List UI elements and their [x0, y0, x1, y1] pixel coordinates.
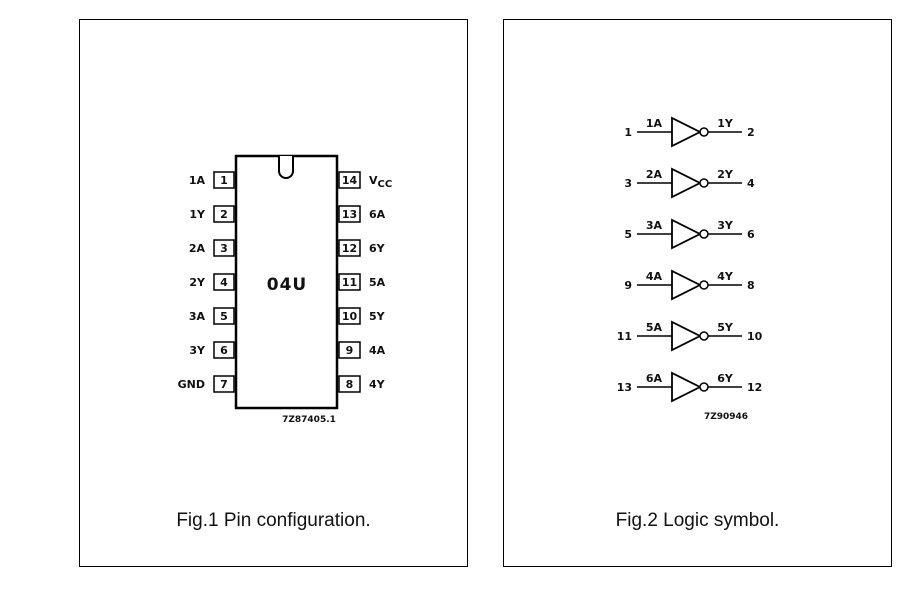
pin-number-13: 13 [342, 208, 357, 221]
output-label: 4Y [717, 270, 734, 283]
inversion-bubble [699, 331, 709, 341]
output-pin-number: 6 [747, 228, 755, 241]
input-label: 2A [646, 168, 663, 181]
pin-number-8: 8 [346, 378, 354, 391]
output-pin-number: 12 [747, 381, 762, 394]
pin1-notch [278, 156, 294, 179]
input-label: 1A [646, 117, 663, 130]
fig1-caption: Fig.1 Pin configuration. [176, 510, 371, 531]
input-label: 6A [646, 372, 663, 385]
inverter-gate-3: 5 3A 3Y 6 [624, 218, 755, 250]
inversion-bubble [699, 229, 709, 239]
pin-number-9: 9 [346, 344, 354, 357]
pin-label-13: 6A [369, 208, 386, 221]
pin-number-1: 1 [220, 174, 228, 187]
output-label: 6Y [717, 372, 734, 385]
inversion-bubble [699, 178, 709, 188]
pin-label-7: GND [178, 378, 205, 391]
pin-label-14: VCC [369, 174, 392, 190]
inverter-gate-2: 3 2A 2Y 4 [624, 167, 755, 199]
pin-number-6: 6 [220, 344, 228, 357]
pin-number-7: 7 [220, 378, 228, 391]
pin-box-5 [213, 307, 235, 325]
pin-number-11: 11 [342, 276, 357, 289]
inverter-gate-6: 13 6A 6Y 12 [617, 371, 762, 403]
input-pin-number: 11 [617, 330, 632, 343]
buffer-triangle [671, 320, 703, 352]
pin-label-12: 6Y [369, 242, 386, 255]
pin-label-1: 1A [189, 174, 206, 187]
pin-label-4: 2Y [189, 276, 206, 289]
pin-box-4 [213, 273, 235, 291]
pin-box-1 [213, 171, 235, 189]
inverter-gate-4: 9 4A 4Y 8 [624, 269, 755, 301]
pin-box-12 [338, 239, 361, 257]
pin-label-2: 1Y [189, 208, 206, 221]
pin-label-8: 4Y [369, 378, 386, 391]
inverter-gate-1: 1 1A 1Y 2 [624, 116, 755, 148]
pin-label-3: 2A [189, 242, 206, 255]
output-pin-number: 4 [747, 177, 755, 190]
pin-number-2: 2 [220, 208, 228, 221]
input-label: 3A [646, 219, 663, 232]
input-pin-number: 1 [624, 126, 632, 139]
pin-box-10 [338, 307, 361, 325]
pin-box-3 [213, 239, 235, 257]
pin-configuration-diagram: 04U 7Z87405.1 1 1A 2 1Y 3 2A 4 2Y 5 3A 6 3Y 7 GND 14 VC… [178, 154, 392, 425]
pin-box-8 [338, 375, 361, 393]
pin-number-5: 5 [220, 310, 228, 323]
pin-number-14: 14 [342, 174, 358, 187]
input-pin-number: 3 [624, 177, 632, 190]
buffer-triangle [671, 218, 703, 250]
input-label: 5A [646, 321, 663, 334]
buffer-triangle [671, 269, 703, 301]
output-pin-number: 10 [747, 330, 763, 343]
pin-label-5: 3A [189, 310, 206, 323]
pin-box-9 [338, 341, 361, 359]
input-pin-number: 9 [624, 279, 632, 292]
logic-symbol-diagram: 1 1A 1Y 2 3 2A 2Y 4 5 3A 3Y 6 9 4A 4Y 8 11 5A 5Y 10 13 6A 6Y 12… [617, 116, 763, 422]
logic-symbol-panel: 1 1A 1Y 2 3 2A 2Y 4 5 3A 3Y 6 9 4A 4Y 8 11 5A 5Y 10 13 6A 6Y 12… [503, 19, 892, 567]
input-pin-number: 13 [617, 381, 632, 394]
pin-number-3: 3 [220, 242, 228, 255]
output-pin-number: 8 [747, 279, 755, 292]
input-label: 4A [646, 270, 663, 283]
buffer-triangle [671, 116, 703, 148]
fig2-caption: Fig.2 Logic symbol. [615, 510, 780, 531]
pin-box-6 [213, 341, 235, 359]
pin-box-2 [213, 205, 235, 223]
pin-label-11: 5A [369, 276, 386, 289]
drawing-code: 7Z90946 [704, 412, 748, 422]
buffer-triangle [671, 371, 703, 403]
ic-package-body [234, 154, 339, 410]
inversion-bubble [699, 280, 709, 290]
inversion-bubble [699, 127, 709, 137]
output-pin-number: 2 [747, 126, 755, 139]
pin-number-10: 10 [342, 310, 358, 323]
pin-box-13 [338, 205, 361, 223]
pin-label-6: 3Y [189, 344, 206, 357]
pin-box-7 [213, 375, 235, 393]
output-label: 3Y [717, 219, 734, 232]
input-pin-number: 5 [624, 228, 632, 241]
inversion-bubble [699, 382, 709, 392]
pin-box-14 [338, 171, 361, 189]
pin-label-9: 4A [369, 344, 386, 357]
inverter-gate-5: 11 5A 5Y 10 [617, 320, 763, 352]
drawing-code: 7Z87405.1 [282, 415, 336, 425]
output-label: 5Y [717, 321, 734, 334]
pin-number-4: 4 [220, 276, 228, 289]
output-label: 1Y [717, 117, 734, 130]
chip-label: 04U [267, 275, 307, 295]
buffer-triangle [671, 167, 703, 199]
pin-configuration-panel: 04U 7Z87405.1 1 1A 2 1Y 3 2A 4 2Y 5 3A 6 3Y 7 GND 14 VC… [79, 19, 468, 567]
pin-box-11 [338, 273, 361, 291]
pin-label-10: 5Y [369, 310, 386, 323]
pin-number-12: 12 [342, 242, 357, 255]
output-label: 2Y [717, 168, 734, 181]
